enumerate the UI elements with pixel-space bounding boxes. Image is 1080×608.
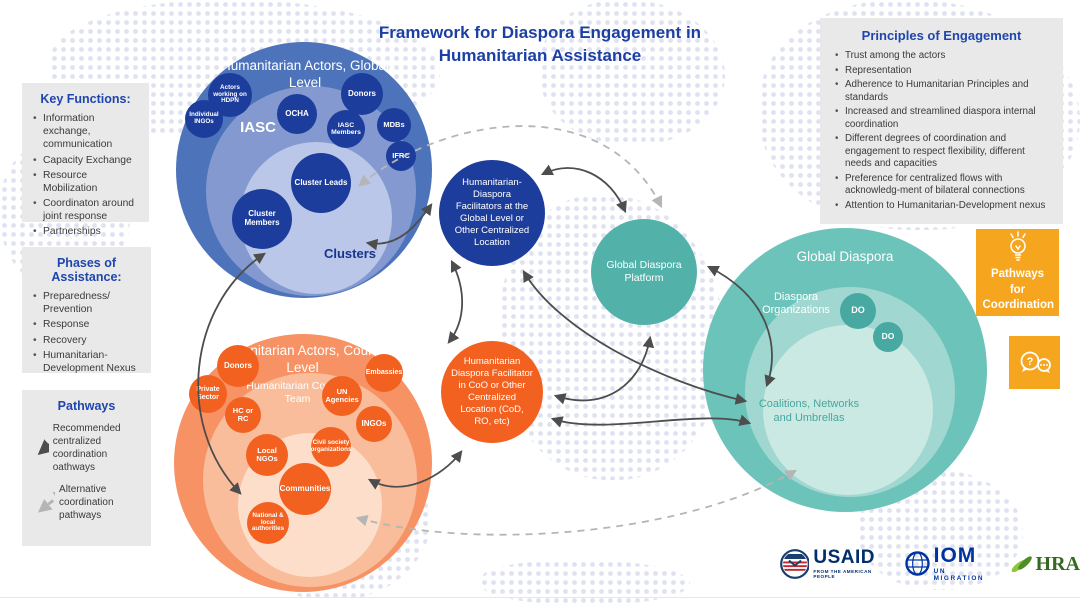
list-item: Partnerships <box>32 225 139 238</box>
key-functions-title: Key Functions: <box>40 92 131 106</box>
satellite-national-local-authorities: National & local authorities <box>247 502 289 544</box>
do-circle-2: DO <box>873 322 903 352</box>
pathways-for-coordination-label: Pathways for Coordination <box>982 268 1055 312</box>
key-functions-list: Information exchange, communication Capa… <box>32 112 139 239</box>
usaid-seal-icon <box>780 548 810 579</box>
hra-logo: HRA <box>1010 552 1080 576</box>
satellite-embassies: Embassies <box>365 354 403 392</box>
hra-wordmark: HRA <box>1035 552 1080 575</box>
arrow-globalfacilitator-countryfacilitator <box>447 259 464 344</box>
alternative-arrow-icon <box>37 489 56 513</box>
coordination-chat-badge: ? <box>1009 336 1060 389</box>
clusters-label: Clusters <box>323 246 377 261</box>
partner-logos: USAID FROM THE AMERICAN PEOPLE IOM UN MI… <box>779 545 1080 582</box>
coalitions-inner-circle <box>763 325 933 495</box>
satellite-communities: Communities <box>279 463 331 515</box>
list-item: Capacity Exchange <box>32 154 139 167</box>
pathways-legend-title: Pathways <box>57 399 116 413</box>
list-item: Adherence to Humanitarian Principles and… <box>834 79 1049 104</box>
list-item: Attention to Humanitarian-Development ne… <box>834 200 1049 213</box>
cluster-members-circle: Cluster Members <box>232 189 292 249</box>
global-facilitator-circle: Humanitarian-Diaspora Facilitators at th… <box>439 160 545 266</box>
do-circle-1: DO <box>840 293 876 329</box>
list-item: Information exchange, communication <box>32 112 139 152</box>
page-title: Framework for Diaspora Engagement in Hum… <box>378 23 702 65</box>
iom-globe-icon <box>905 551 930 576</box>
chat-bubbles-icon: ? <box>1020 351 1051 373</box>
satellite-individual-ingos: Individual INGOs <box>185 100 223 138</box>
iom-logo: IOM UN MIGRATION <box>904 545 997 582</box>
satellite-un-agencies: UN Agencies <box>322 376 362 416</box>
list-item: Coordinaton around joint response <box>32 197 139 223</box>
satellite-mdbs: MDBs <box>377 108 411 142</box>
iom-wordmark: IOM <box>933 544 977 567</box>
satellite-civil-society: Civil society organizations <box>311 427 351 467</box>
phases-list: Preparedness/ Prevention Response Recove… <box>32 290 141 375</box>
usaid-tagline: FROM THE AMERICAN PEOPLE <box>813 569 872 579</box>
pathways-legend-panel: Pathways Recommended centralized coordin… <box>22 390 151 546</box>
coalitions-label: Coalitions, Networks and Umbrellas <box>758 398 860 424</box>
principles-panel: Principles of Engagement Trust among the… <box>820 18 1063 225</box>
list-item: Different degrees of coordination and en… <box>834 133 1049 171</box>
principles-list: Trust among the actors Representation Ad… <box>834 50 1049 212</box>
usaid-logo: USAID FROM THE AMERICAN PEOPLE <box>779 548 891 580</box>
list-item: Trust among the actors <box>834 50 1049 63</box>
principles-title: Principles of Engagement <box>861 28 1022 43</box>
global-level-title: Humanitarian Actors, Global Level <box>220 58 390 90</box>
bottom-divider <box>0 597 1080 598</box>
legend-recommended-label: Recommended centralized coordination oat… <box>52 423 121 473</box>
lightbulb-icon <box>1009 231 1026 261</box>
satellite-hc-rc: HC or RC <box>225 397 261 433</box>
list-item: Increased and streamlined diaspora inter… <box>834 106 1049 131</box>
list-item: Preparedness/ Prevention <box>32 290 141 316</box>
satellite-donors-country: Donors <box>217 345 259 387</box>
satellite-iasc-members: IASC Members <box>327 110 365 148</box>
phases-panel: Phases of Assistance: Preparedness/ Prev… <box>22 247 151 375</box>
global-diaspora-title: Global Diaspora <box>796 249 894 264</box>
iasc-ring-label: IASC <box>240 119 276 136</box>
legend-recommended-row: Recommended centralized coordination oat… <box>32 422 141 474</box>
map-dots-europe <box>540 0 725 145</box>
list-item: Representation <box>834 65 1049 78</box>
key-functions-panel: Key Functions: Information exchange, com… <box>22 83 149 239</box>
diaspora-organizations-label: Diaspora Organizations <box>762 291 830 316</box>
satellite-ingos: INGOs <box>356 406 392 442</box>
satellite-actors-hdpn: Actors working on HDPN <box>208 73 252 117</box>
cluster-leads-circle: Cluster Leads <box>291 153 351 213</box>
satellite-donors-global: Donors <box>341 73 383 115</box>
list-item: Resource Mobilization <box>32 169 139 195</box>
usaid-wordmark: USAID <box>813 547 875 568</box>
list-item: Recovery <box>32 334 141 347</box>
list-item: Preference for centralized flows with ac… <box>834 173 1049 198</box>
svg-text:?: ? <box>1026 356 1033 368</box>
list-item: Response <box>32 318 141 331</box>
list-item: Humanitarian-Development Nexus <box>32 349 141 375</box>
recommended-arrow-icon <box>37 429 49 455</box>
country-facilitator-circle: Humanitarian Diaspora Facilitator in CoO… <box>441 341 543 443</box>
legend-alternative-label: Alternative coordination pathways <box>59 484 114 521</box>
phases-title: Phases of Assistance: <box>51 256 122 284</box>
satellite-ocha: OCHA <box>277 94 317 134</box>
satellite-local-ngos: Local NGOs <box>246 434 288 476</box>
map-dots-bottom <box>480 560 690 605</box>
satellite-ifrc: IFRC <box>386 141 416 171</box>
satellite-private-sector: Private Sector <box>189 375 227 413</box>
hra-leaves-icon <box>1011 555 1032 572</box>
global-diaspora-platform-circle: Global Diaspora Platform <box>591 219 697 325</box>
iom-tagline: UN MIGRATION <box>933 568 985 582</box>
pathways-for-coordination-badge: Pathways for Coordination <box>976 229 1059 316</box>
legend-alternative-row: Alternative coordination pathways <box>32 483 141 522</box>
